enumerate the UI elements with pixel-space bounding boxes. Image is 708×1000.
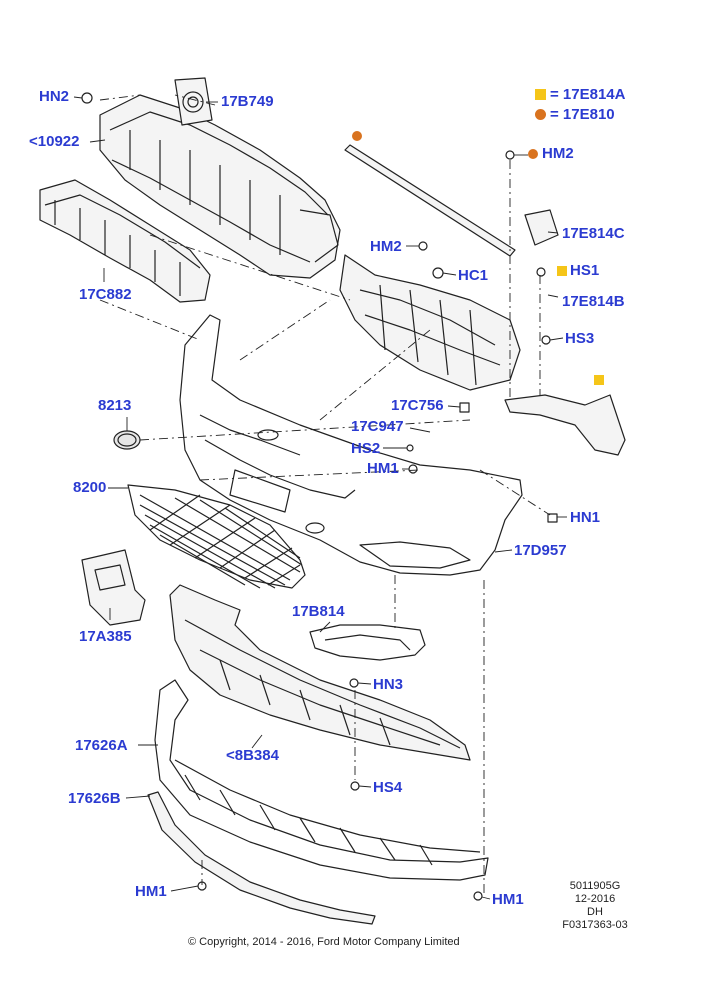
legend-yellow-square: = 17E814A: [535, 87, 625, 103]
label-8200: 8200: [73, 479, 107, 496]
drawing-code: 5011905G: [569, 880, 621, 892]
label-hs3: HS3: [565, 330, 595, 347]
label-hn3: HN3: [373, 676, 404, 693]
label-8b384: <8B384: [226, 747, 279, 764]
moulding-strip: [344, 144, 516, 257]
upper-bracket-assembly: [339, 254, 521, 391]
copyright-notice: © Copyright, 2014 - 2016, Ford Motor Com…: [188, 936, 460, 948]
drawing-metadata: 5011905G 12-2016 DH F0317363-03: [555, 880, 635, 932]
orange-dot-icon: [535, 109, 546, 120]
legend-yellow-text: = 17E814A: [550, 86, 626, 103]
label-hs1: HS1: [570, 262, 600, 279]
energy-absorber-17c882: [39, 179, 211, 303]
lower-shield-8b384: [169, 584, 471, 761]
drawing-initials: DH: [587, 906, 603, 918]
alignment-lines: [99, 94, 551, 895]
figure-number: F0317363-03: [562, 919, 628, 931]
label-hm2-right: HM2: [542, 145, 574, 162]
label-10922: <10922: [29, 133, 80, 150]
yellow-square-icon: [535, 89, 546, 100]
license-bracket-17a385: [81, 549, 146, 626]
side-bracket-17e814c: [524, 209, 559, 246]
label-17b814: 17B814: [292, 603, 345, 620]
bumper-cover-17d957: [179, 314, 523, 576]
label-hs4: HS4: [373, 779, 403, 796]
label-17626b: 17626B: [68, 790, 121, 807]
legend-orange-text: = 17E810: [550, 106, 615, 123]
lower-valance-17626a: [154, 679, 489, 881]
side-bracket-right: [504, 394, 626, 456]
label-17a385: 17A385: [79, 628, 132, 645]
grille-8200: [127, 484, 306, 589]
lip-spoiler-17626b: [147, 791, 376, 925]
label-hm2-mid: HM2: [370, 238, 402, 255]
label-17c947: 17C947: [351, 418, 404, 435]
crash-bracket-17b749: [174, 77, 213, 126]
label-hn1: HN1: [570, 509, 601, 526]
label-hc1: HC1: [458, 267, 489, 284]
label-hm1-right: HM1: [492, 891, 524, 908]
label-17d957: 17D957: [514, 542, 567, 559]
ford-badge-8213: [113, 430, 141, 450]
label-17b749: 17B749: [221, 93, 274, 110]
label-hm1-mid: HM1: [367, 460, 399, 477]
label-hs2: HS2: [351, 440, 381, 457]
leader-lines: [73, 96, 567, 900]
label-17c756: 17C756: [391, 397, 444, 414]
label-17c882: 17C882: [79, 286, 132, 303]
label-17e814c: 17E814C: [562, 225, 625, 242]
label-8213: 8213: [98, 397, 132, 414]
label-hn2-top: HN2: [39, 88, 70, 105]
fasteners: [81, 92, 558, 901]
drawing-date: 12-2016: [574, 893, 616, 905]
label-17e814b: 17E814B: [562, 293, 625, 310]
label-17626a: 17626A: [75, 737, 128, 754]
legend-orange-dot: = 17E810: [535, 107, 615, 123]
label-hm1-left: HM1: [135, 883, 167, 900]
fog-lamp-bezel-17b814: [309, 624, 426, 661]
